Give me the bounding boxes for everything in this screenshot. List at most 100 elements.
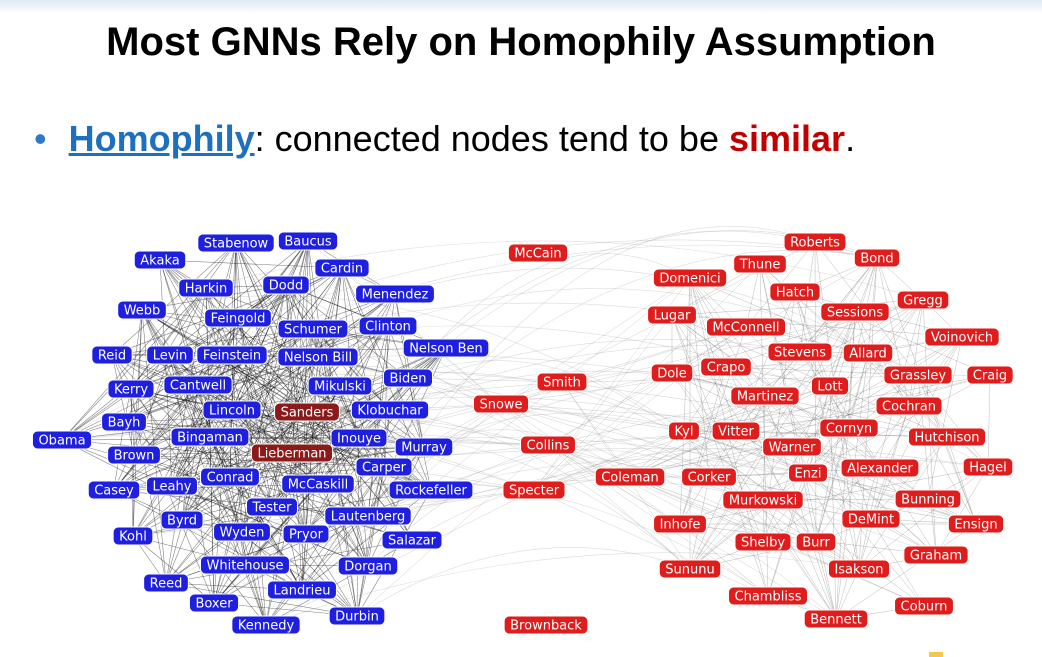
network-edge [61,411,308,441]
network-edge [764,257,878,397]
senator-pill [31,430,93,450]
network-edge [547,326,747,446]
senator-pill [810,376,850,396]
network-edge [908,299,924,407]
senator-pill [262,275,310,295]
senator-label: Brown [114,449,155,464]
senator-label: Wyden [220,526,265,541]
network-edge [123,325,389,423]
senator-pill [213,522,271,542]
network-edge [533,314,673,491]
network-edge [159,259,369,517]
senator-label: Bayh [108,416,141,431]
network-edge [130,309,143,390]
senator-pill [277,231,339,251]
senator-pill [894,489,962,509]
senator-pill [947,514,1005,534]
senator-node: Coburn [894,596,954,616]
senator-node: Domenici [652,268,728,288]
network-edge [133,409,391,456]
network-edge [791,374,919,448]
senator-pill [350,400,430,420]
network-edge [533,326,747,491]
term-homophily: Homophily [68,118,255,159]
senator-node: Reid [91,345,133,365]
senator-pill [894,596,954,616]
network-edge [547,430,737,446]
bullet-period: . [845,118,856,159]
senator-label: Salazar [388,534,437,549]
senator-pill [841,509,901,529]
network-edge [807,385,831,474]
senator-node: Roberts [783,232,847,252]
network-edge [807,299,924,474]
senator-node: Hagel [962,457,1014,477]
senator-node: Hatch [769,282,821,302]
network-edge [927,336,963,500]
senator-node: Webb [117,300,167,320]
network-edge [306,347,447,413]
senator-label: Obama [38,434,85,449]
network-edge [683,299,924,432]
senator-label: Stabenow [204,237,269,252]
senator-node: Harkin [178,278,234,298]
network-edge [876,257,977,525]
cross-cluster-edge [265,552,860,626]
senator-node: Whitehouse [199,555,291,575]
senator-node: Warner [762,437,822,457]
network-edge [533,430,685,491]
senator-label: Sanders [281,406,334,421]
senator-pill [355,284,435,304]
corner-mark [929,652,943,657]
network-edge [671,372,817,543]
network-edge [197,293,396,386]
senator-pill [700,357,752,377]
senator-label: Burr [802,536,830,551]
senator-pill [170,427,250,447]
senator-node: Tester [246,497,298,517]
senator-node: Byrd [160,510,204,530]
senator-node: Snowe [472,394,530,414]
senator-label: Specter [509,484,560,499]
network-edge [285,284,549,446]
senator-node: Corker [681,467,737,487]
senator-pill [143,573,189,593]
network-edge [306,328,314,413]
network-edge [683,366,727,432]
senator-node: Wyden [213,522,271,542]
senator-pill [117,300,167,320]
network-edge [870,518,925,607]
network-edge [533,336,963,491]
senator-pill [734,532,792,552]
senator-pill [281,474,355,494]
senator-label: Hatch [776,286,814,301]
cross-cluster-edge [213,412,685,604]
network-edge [679,366,727,525]
senator-pill [966,365,1014,385]
senator-pill [788,463,828,483]
network-edge [533,352,869,491]
network-edge [683,430,809,474]
senator-node: Crapo [700,357,752,377]
senator-node: Pryor [282,524,330,544]
senator-pill [907,427,987,447]
senator-node: Inouye [330,428,388,448]
senator-pill [146,345,194,365]
senator-node: Clinton [358,316,418,336]
senator-node: Cardin [314,258,370,278]
senator-pill [728,586,808,606]
cross-cluster-edge [171,448,989,487]
network-edge [629,427,850,478]
senator-label: Bennett [810,613,862,628]
senator-label: Lautenberg [331,510,405,525]
network-edge [671,372,948,438]
senator-pill [87,480,141,500]
senator-node: McCain [507,243,569,263]
senator-label: Isakson [834,563,883,578]
network-edge [629,476,817,543]
senator-pill [355,457,413,477]
senator-pill [842,343,894,363]
senator-label: Hagel [969,461,1007,476]
senator-node: Reed [143,573,189,593]
